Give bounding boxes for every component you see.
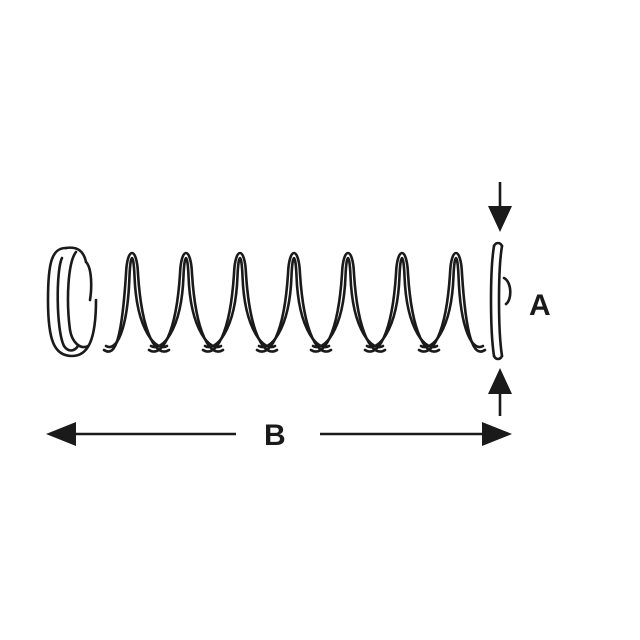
dimension-a-top-arrowhead [488, 206, 512, 232]
spring-coil-inner [149, 256, 223, 349]
spring-coil-inner [311, 256, 385, 349]
spring-coil-inner [365, 256, 439, 349]
compression-spring [46, 241, 512, 361]
dimension-b-label: B [264, 419, 286, 452]
dimension-a: A [488, 182, 551, 416]
spring-coil-inner [419, 256, 485, 349]
dimension-a-label: A [529, 289, 551, 322]
spring-coil-inner [203, 256, 277, 349]
spring-right-end [489, 241, 512, 361]
spring-coil-inner [104, 256, 169, 349]
spring-active-coils [102, 251, 487, 353]
dimension-b: B [46, 419, 512, 452]
dimension-a-bottom-arrowhead [488, 368, 512, 394]
dimension-b-left-arrowhead [46, 422, 76, 446]
spring-left-end [46, 246, 98, 358]
spring-coil-inner [257, 256, 331, 349]
dimension-b-right-arrowhead [482, 422, 512, 446]
